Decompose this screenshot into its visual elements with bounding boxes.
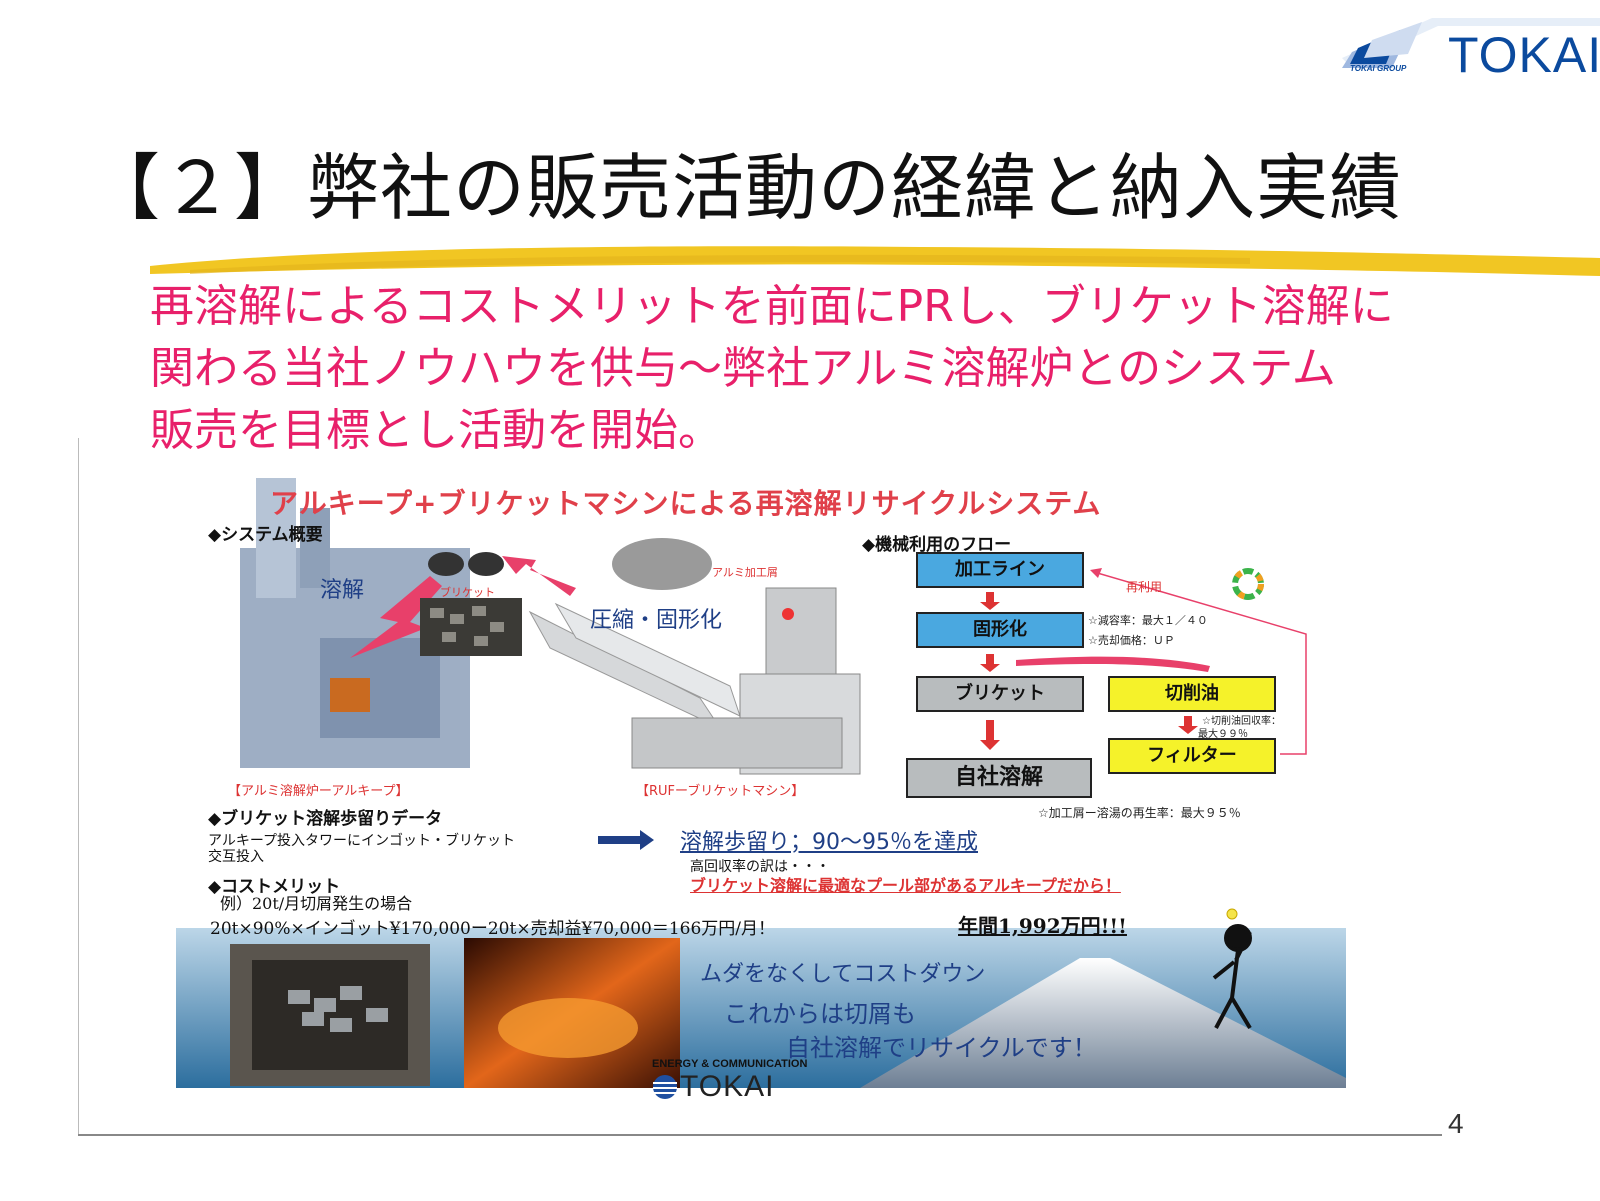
slide-frame-left [78,438,79,1134]
flow-box-processing-line: 加工ライン [916,552,1084,588]
slide-frame-bottom [78,1134,1442,1136]
page-number: 4 [1448,1108,1464,1139]
flow-box-solidify: 固形化 [916,612,1084,648]
note-regeneration-rate: ☆加工屑ー溶湯の再生率：最大９５％ [1038,806,1241,820]
logo-group-text: TOKAI GROUP [1350,64,1407,73]
note-volume-reduction: ☆減容率：最大１／４０ [1088,614,1208,627]
embedded-slide: アルキープ+ブリケットマシンによる再溶解リサイクルシステム ◆システム概要 ◆機… [80,438,1442,1134]
yield-description-2: 交互投入 [208,849,264,865]
section-yield-data: ◆ブリケット溶解歩留りデータ [208,809,443,829]
section-system-overview: ◆システム概要 [208,525,323,545]
label-compress: 圧縮・固形化 [590,608,723,633]
label-briquette: ブリケット [440,586,495,599]
reason-heading: 高回収率の訳は・・・ [690,859,830,875]
lead-line-1: 再溶解によるコストメリットを前面にPRし、ブリケット溶解に [150,281,1394,332]
flow-box-filter: フィルター [1108,738,1276,774]
lead-line-3: 販売を目標とし活動を開始。 [150,405,722,456]
yield-result: 溶解歩留り；90～95％を達成 [680,830,978,855]
note-reuse: 再利用 [1126,580,1163,594]
flow-box-cutting-oil: 切削油 [1108,676,1276,712]
footer-logo-globe-icon [653,1075,677,1099]
slogan-line-1: ムダをなくしてコストダウン [700,962,986,987]
note-oil-recovery-max: 最大９９％ [1198,729,1248,740]
note-sale-price: ☆売却価格：ＵＰ [1088,634,1175,647]
note-oil-recovery: ☆切削油回収率： [1202,716,1281,727]
footer-logo-wordmark: TOKAI [680,1070,775,1103]
merit-example: 例）20t/月切屑発生の場合 [220,894,413,913]
logo-wordmark: TOKAI [1448,27,1600,83]
footer-logo-tagline: ENERGY & COMMUNICATION [652,1058,808,1070]
label-briquette-machine: 【RUFーブリケットマシン】 [636,784,805,799]
section-cost-merit: ◆コストメリット [208,877,341,897]
slide-graphics [176,478,1346,1088]
slide-title: アルキープ+ブリケットマシンによる再溶解リサイクルシステム [270,487,1102,520]
merit-calculation: 20t×90%×インゴット¥170,000ー20t×売却益¥70,000＝166… [210,919,776,939]
label-furnace: 【アルミ溶解炉ーアルキープ】 [228,784,409,799]
reason-text: ブリケット溶解に最適なプール部があるアルキープだから！ [690,876,1121,895]
page-title: 【２】弊社の販売活動の経緯と納入実績 [88,146,1403,230]
flow-box-briquette: ブリケット [916,676,1084,712]
flow-box-inhouse-melting: 自社溶解 [906,758,1092,798]
slogan-line-3: 自社溶解でリサイクルです！ [786,1034,1097,1062]
lead-line-2: 関わる当社ノウハウを供与～弊社アルミ溶解炉とのシステム [150,343,1336,394]
merit-annual: 年間1,992万円!!! [958,914,1127,938]
section-machine-flow: ◆機械利用のフロー [862,535,1012,555]
label-aluminum-chips: アルミ加工屑 [712,566,778,579]
slogan-line-2: これからは切屑も [724,1000,916,1028]
yield-description-1: アルキープ投入タワーにインゴット・ブリケット [208,833,516,849]
label-melting: 溶解 [320,578,365,603]
highlight-brush-stroke [150,246,1600,276]
tokai-group-logo [1342,18,1600,68]
